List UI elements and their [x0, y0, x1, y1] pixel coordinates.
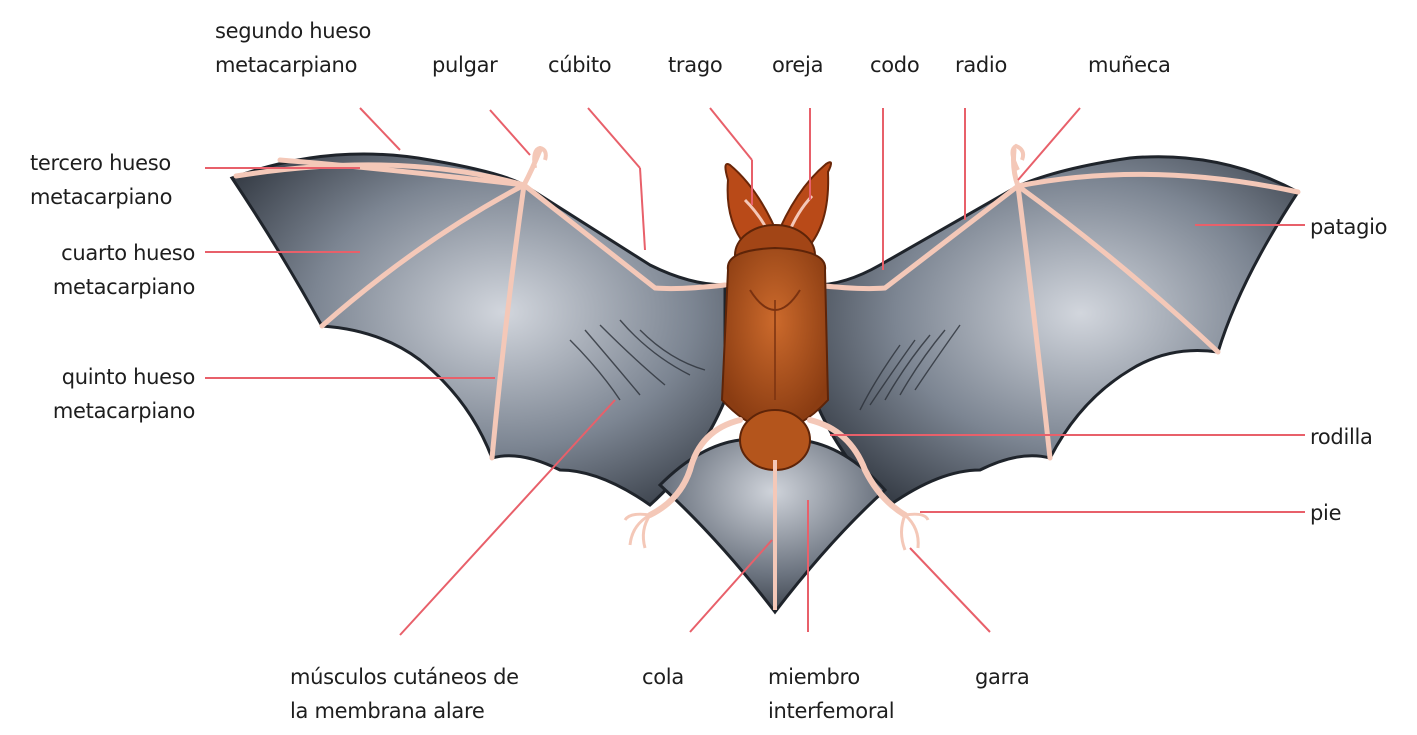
- label-line: quinto hueso: [20, 360, 195, 394]
- label-cubito: cúbito: [548, 48, 611, 82]
- label-line: metacarpiano: [20, 394, 195, 428]
- label-radio: radio: [955, 48, 1007, 82]
- label-line: segundo hueso: [215, 14, 371, 48]
- label-oreja: oreja: [772, 48, 823, 82]
- label-codo: codo: [870, 48, 919, 82]
- label-line: tercero hueso: [30, 146, 172, 180]
- label-patagio: patagio: [1310, 210, 1387, 244]
- label-line: cuarto hueso: [20, 236, 195, 270]
- label-pulgar: pulgar: [432, 48, 498, 82]
- label-quinto-hueso-metacarpiano: quinto hueso metacarpiano: [20, 360, 195, 428]
- label-miembro-interfemoral: miembro interfemoral: [768, 660, 894, 728]
- label-line: miembro: [768, 660, 894, 694]
- label-segundo-hueso-metacarpiano: segundo hueso metacarpiano: [215, 14, 371, 82]
- label-garra: garra: [975, 660, 1029, 694]
- label-musculos-cutaneos: músculos cutáneos de la membrana alare: [290, 660, 519, 728]
- label-line: la membrana alare: [290, 694, 519, 728]
- label-line: interfemoral: [768, 694, 894, 728]
- label-cola: cola: [642, 660, 684, 694]
- bat-body: [722, 225, 828, 470]
- wing-membrane-left: [232, 154, 725, 505]
- label-line: metacarpiano: [215, 48, 371, 82]
- thumb-claws: [534, 146, 1023, 170]
- wing-membrane-right: [815, 157, 1298, 505]
- label-rodilla: rodilla: [1310, 420, 1373, 454]
- label-line: metacarpiano: [20, 270, 195, 304]
- label-line: músculos cutáneos de: [290, 660, 519, 694]
- label-cuarto-hueso-metacarpiano: cuarto hueso metacarpiano: [20, 236, 195, 304]
- label-line: metacarpiano: [30, 180, 172, 214]
- label-muneca: muñeca: [1088, 48, 1171, 82]
- label-pie: pie: [1310, 496, 1341, 530]
- label-tercero-hueso-metacarpiano: tercero hueso metacarpiano: [30, 146, 172, 214]
- label-trago: trago: [668, 48, 722, 82]
